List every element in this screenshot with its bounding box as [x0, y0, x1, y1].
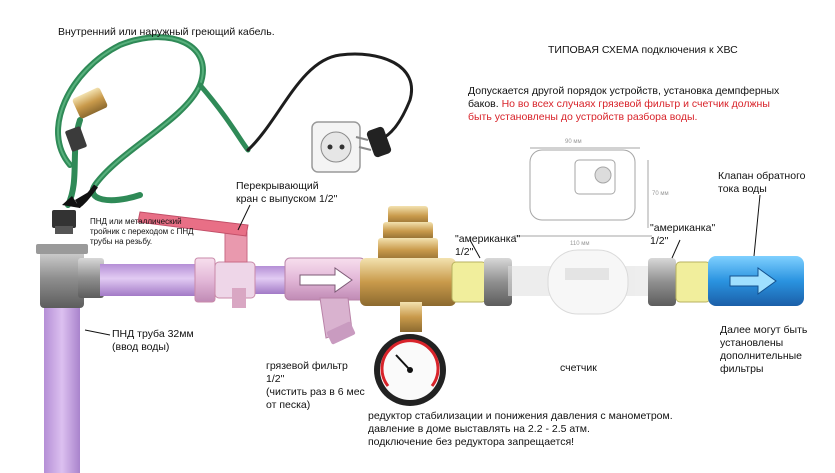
horizontal-pipe-left: [100, 264, 200, 296]
pipe-label: ПНД труба 32мм(ввод воды): [112, 328, 194, 353]
heating-cable: [55, 34, 414, 208]
notes-block: Допускается другой порядок устройств, ус…: [468, 85, 788, 124]
plug-cap-icon: [52, 210, 76, 234]
union-right-label: "американка"1/2": [650, 222, 716, 247]
tee-fitting: [36, 244, 104, 308]
meter-dimension-sketch: [514, 147, 652, 237]
water-meter: [508, 249, 658, 315]
meter-label: счетчик: [560, 362, 597, 374]
horizontal-pipe-mid: [250, 266, 290, 294]
cable-gland-icon: [65, 87, 108, 152]
pointer-lines: [84, 194, 761, 336]
pressure-reducer: [360, 206, 456, 332]
dim-bottom: 110 мм: [570, 241, 590, 247]
wall-socket-icon: [311, 121, 361, 173]
dim-side: 70 мм: [652, 191, 669, 197]
arrow-down-icon: [62, 190, 92, 208]
union-left: [451, 258, 512, 306]
check-valve: [708, 256, 804, 306]
note-black: Допускается другой порядок устройств, ус…: [468, 85, 780, 110]
page-title: ТИПОВАЯ СХЕМА подключения к ХВС: [548, 44, 738, 56]
note-red: Но во всех случаях грязевой фильтр и сче…: [468, 98, 770, 123]
reducer-label: редуктор стабилизации и понижения давлен…: [368, 410, 673, 448]
dirt-filter: [284, 257, 366, 345]
vertical-pipe: [44, 300, 80, 473]
manometer-icon: [374, 334, 446, 406]
union-right: [648, 258, 711, 306]
shutoff-valve: [137, 211, 256, 308]
power-plug-icon: [355, 126, 392, 158]
heating-cable-label: Внутренний или наружный греющий кабель.: [58, 26, 275, 38]
dim-top: 90 мм: [565, 139, 582, 145]
union-left-label: "американка"1/2": [455, 233, 521, 258]
